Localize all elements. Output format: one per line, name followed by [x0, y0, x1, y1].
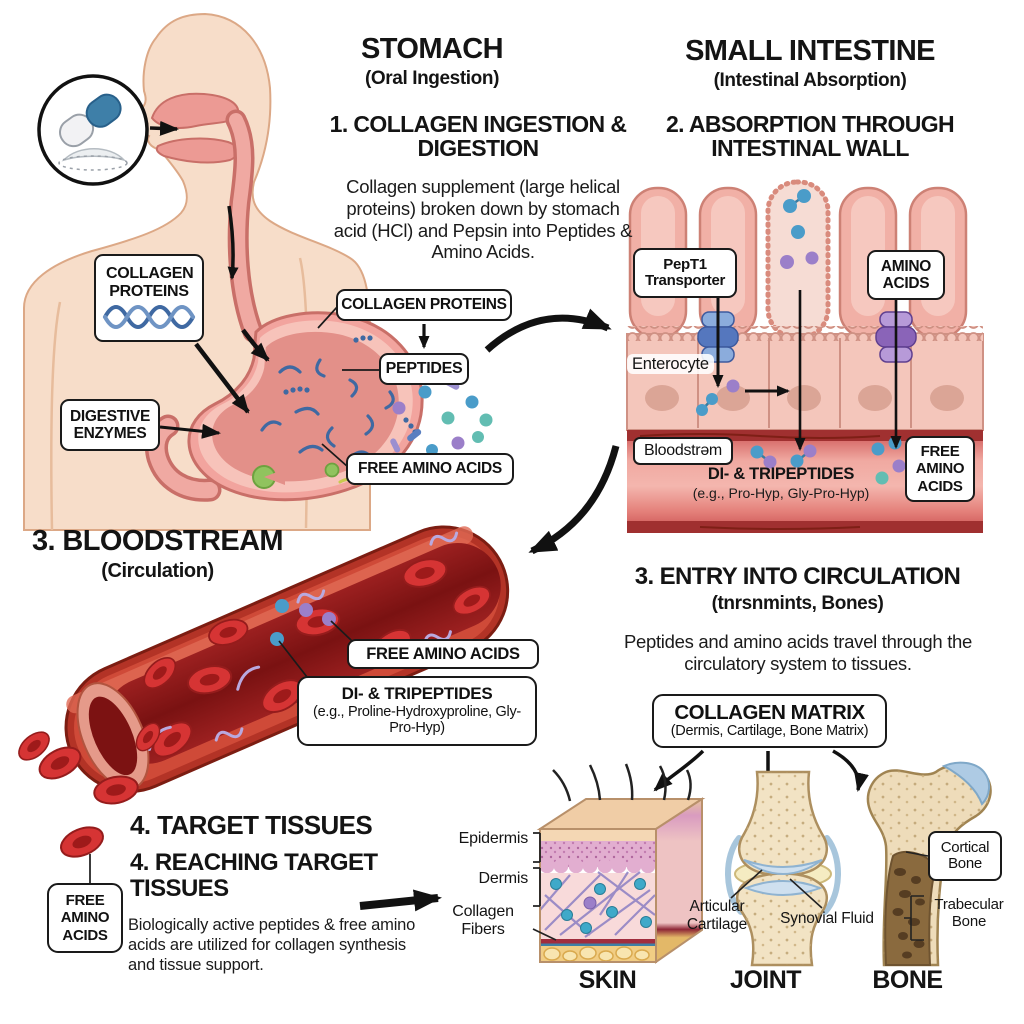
stomach-illustration: [144, 311, 424, 502]
step1-title: 1. COLLAGEN INGESTION & DIGESTION: [329, 111, 627, 162]
bone-cartilage-cap: [941, 761, 990, 806]
free-amino-acids-callout-vessel: FREE AMINO ACIDS: [347, 639, 539, 669]
pill-capsule-icon: [37, 74, 179, 186]
articular-cartilage-label: Articular Cartilage: [686, 898, 748, 933]
bloodstream-label: Bloodstrəm: [644, 442, 722, 460]
epidermis-wavy-edge: [539, 858, 656, 874]
arrow-into-stomach: [241, 328, 270, 362]
peptides-label: PEPTIDES: [385, 360, 463, 378]
collagen-fiber-lines: [539, 871, 656, 938]
arrow-matrix-to-skin: [653, 749, 705, 792]
collagen-proteins-callout: COLLAGEN PROTEINS: [336, 289, 512, 321]
dermis-cells: [550, 878, 652, 934]
skin-title: SKIN: [578, 966, 637, 994]
collagen-proteins-box: COLLAGEN PROTEINS: [94, 254, 204, 342]
joint-title: JOINT: [729, 966, 802, 994]
collagen-proteins-box-label: COLLAGEN PROTEINS: [106, 265, 194, 300]
free-amino-acids-box-band: FREE AMINO ACIDS: [905, 436, 975, 502]
bone-label-pointers: [904, 851, 929, 941]
collagen-matrix-title: COLLAGEN MATRIX: [674, 700, 865, 724]
stomach-subtitle: (Oral Ingestion): [365, 68, 499, 89]
arrow-matrix-to-bone: [832, 749, 869, 792]
digestive-enzymes-label: DIGESTIVE ENZYMES: [70, 407, 150, 442]
bloodstream-label-box: Bloodstrəm: [633, 437, 733, 465]
esophagus: [225, 109, 264, 343]
free-amino-acids-label-stomach: FREE AMINO ACIDS: [358, 460, 502, 478]
cortical-bone-box: Cortical Bone: [928, 831, 1002, 881]
articular-cartilage-shape: [743, 859, 823, 875]
arrow-intestine-to-bloodstream: [528, 445, 620, 555]
swallow-arrow: [227, 205, 239, 280]
collagen-proteins-callout-label: COLLAGEN PROTEINS: [341, 296, 507, 314]
collagen-fragments: [260, 358, 395, 458]
step2-title: 2. ABSORPTION THROUGH INTESTINAL WALL: [665, 111, 955, 162]
collagen-matrix-sub: (Dermis, Cartilage, Bone Matrix): [670, 723, 869, 740]
dipeptides-sub-vessel: (e.g., Proline-Hydroxyproline, Gly-Pro-H…: [313, 703, 521, 737]
hair-strands: [552, 763, 692, 802]
skin-illustration: [532, 763, 706, 964]
free-amino-acids-label-band: FREE AMINO ACIDS: [915, 443, 965, 495]
enterocyte-band: [626, 326, 984, 431]
pept1-transporter-box: PepT1 Transporter: [633, 248, 737, 298]
synovial-fluid-label: Synovial Fluid: [780, 910, 874, 927]
dipeptides-band-sub: (e.g., Pro-Hyp, Gly-Pro-Hyp): [692, 485, 870, 501]
arrow-pill-to-mouth: [149, 120, 179, 136]
collagen-fibers-label: Collagen Fibers: [452, 903, 514, 939]
powder-icon: [61, 148, 127, 162]
callout-connectors: [317, 305, 380, 468]
bloodstream-subtitle: (Circulation): [101, 560, 214, 582]
trabecular-bone-label: Trabecular Bone: [934, 896, 1004, 931]
arrow-target-to-tissues: [359, 889, 442, 912]
amino-acid-dots: [390, 378, 493, 456]
collagen-matrix-box: COLLAGEN MATRIX (Dermis, Cartilage, Bone…: [652, 694, 887, 748]
peptides-callout: PEPTIDES: [379, 353, 469, 385]
brush-border-villus: [765, 179, 831, 341]
stomach-title: STOMACH: [361, 33, 503, 65]
dipeptides-callout-vessel: DI- & TRIPEPTIDES (e.g., Proline-Hydroxy…: [297, 676, 537, 746]
bone-title: BONE: [872, 966, 943, 994]
circulation-subtitle: (tnrsnmints, Bones): [711, 593, 884, 614]
target-tissues-title: 4. TARGET TISSUES: [130, 810, 373, 840]
dermis-label: Dermis: [478, 870, 529, 887]
arrow-stomach-to-intestine: [484, 308, 612, 353]
amino-acids-label: AMINO ACIDS: [880, 257, 932, 292]
circulation-title: 3. ENTRY INTO CIRCULATION: [634, 563, 961, 590]
fat-globules: [543, 946, 650, 962]
arrow-collagen-to-stomach: [194, 342, 250, 414]
target-body: Biologically active peptides & free amin…: [128, 916, 416, 974]
cortical-bone-label: Cortical Bone: [940, 838, 990, 872]
skin-label-brackets: [532, 832, 557, 941]
oral-cavity: [155, 137, 239, 164]
arrow-enzymes-to-stomach: [159, 423, 221, 439]
enterocyte-label: Enterocyte: [627, 354, 714, 375]
digestive-enzymes-box: DIGESTIVE ENZYMES: [60, 399, 160, 451]
dipeptides-band-label: DI- & TRIPEPTIDES: [707, 465, 855, 483]
dipeptides-label-vessel: DI- & TRIPEPTIDES: [341, 683, 493, 703]
joint-illustration: [725, 770, 841, 967]
pept1-label: PepT1 Transporter: [644, 255, 726, 289]
step1-body: Collagen supplement (large helical prote…: [333, 176, 633, 263]
joint-pointers: [730, 869, 823, 909]
free-amino-acids-label-vessel: FREE AMINO ACIDS: [366, 644, 520, 663]
bloodstream-title: 3. BLOODSTREAM: [31, 525, 284, 557]
reaching-target-title: 4. REACHING TARGET TISSUES: [130, 849, 378, 903]
amino-acids-box: AMINO ACIDS: [867, 250, 945, 300]
collagen-helix-icon: [103, 304, 195, 329]
free-amino-acids-label-small: FREE AMINO ACIDS: [60, 892, 110, 944]
bone-illustration: [866, 761, 992, 967]
epidermis-label: Epidermis: [458, 830, 529, 847]
free-amino-acids-box-small: FREE AMINO ACIDS: [47, 883, 123, 953]
circulation-body: Peptides and amino acids travel through …: [623, 631, 973, 674]
small-intestine-subtitle: (Intestinal Absorption): [713, 70, 907, 91]
blood-vessel-illustration: [13, 525, 510, 883]
free-amino-acids-callout-stomach: FREE AMINO ACIDS: [346, 453, 514, 485]
small-intestine-title: SMALL INTESTINE: [685, 35, 935, 67]
